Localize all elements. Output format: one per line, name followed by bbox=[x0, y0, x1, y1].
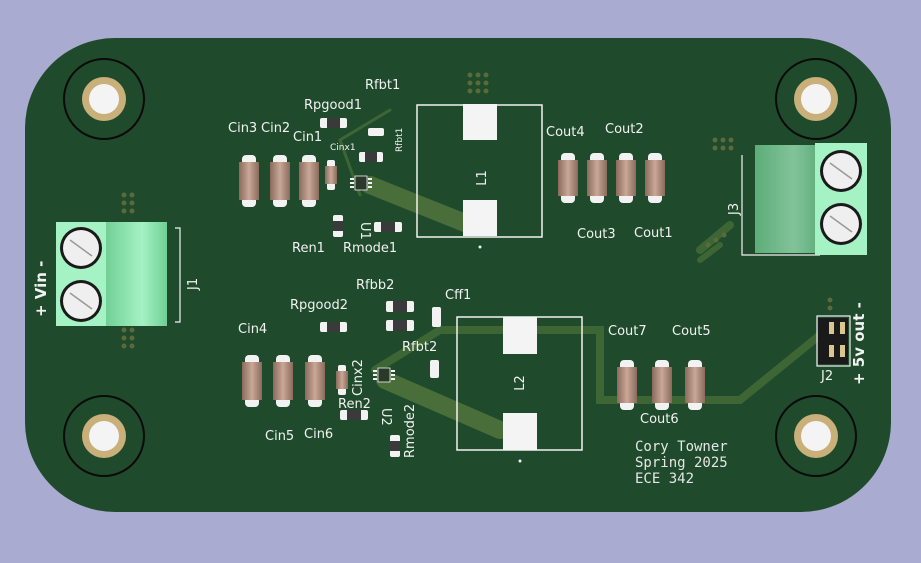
inductor-l2: L2 bbox=[456, 316, 583, 463]
ref-cinx1: Cinx1 bbox=[330, 143, 356, 153]
cap-cout6 bbox=[652, 360, 672, 410]
ref-l1: L1 bbox=[475, 170, 490, 186]
mounting-hole-top-left bbox=[63, 58, 145, 140]
res-rfbb2 bbox=[386, 301, 414, 312]
ref-rmode2: Rmode2 bbox=[403, 404, 418, 458]
ref-rfbt2: Rfbt2 bbox=[402, 340, 437, 355]
res-cff1 bbox=[432, 307, 441, 327]
connector-j3 bbox=[741, 143, 867, 256]
mounting-hole-bottom-left bbox=[63, 395, 145, 477]
small-resistors bbox=[320, 118, 441, 457]
credit-term: Spring 2025 bbox=[635, 455, 728, 471]
regulator-u2 bbox=[373, 367, 395, 383]
res-rmode2 bbox=[390, 435, 400, 457]
res-rmode1 bbox=[374, 222, 402, 232]
ref-cout5: Cout5 bbox=[672, 324, 711, 339]
cap-cinx2 bbox=[336, 365, 348, 395]
credit-author: Cory Towner bbox=[635, 439, 728, 455]
regulator-u1 bbox=[350, 175, 372, 191]
label-vout: + 5v out - bbox=[850, 302, 868, 385]
ref-rpgood2: Rpgood2 bbox=[290, 298, 348, 313]
ref-cin1: Cin1 bbox=[293, 130, 322, 145]
cap-cin2 bbox=[270, 155, 290, 207]
cap-cin6 bbox=[305, 355, 325, 407]
ref-rfbt1: Rfbt1 bbox=[365, 78, 400, 93]
cap-cout2 bbox=[616, 153, 636, 203]
res-ren1 bbox=[333, 215, 343, 237]
ref-cin2: Cin2 bbox=[261, 121, 290, 136]
ref-cff1: Cff1 bbox=[445, 288, 471, 303]
ref-j2: J2 bbox=[820, 369, 833, 384]
connector-j1 bbox=[56, 222, 181, 326]
cap-cin1 bbox=[299, 155, 319, 207]
ref-cout7: Cout7 bbox=[608, 324, 647, 339]
ref-rfbt1-small: Rfbt1 bbox=[395, 128, 405, 152]
ref-j3: J3 bbox=[727, 203, 742, 216]
mounting-hole-top-right bbox=[775, 58, 857, 140]
res-ren2 bbox=[340, 410, 368, 420]
ref-cin5: Cin5 bbox=[265, 429, 294, 444]
ref-cout1: Cout1 bbox=[634, 226, 673, 241]
label-vin: + Vin - bbox=[32, 261, 50, 317]
output-capacitors-1 bbox=[558, 153, 665, 203]
cap-cout7 bbox=[617, 360, 637, 410]
cap-cin4 bbox=[242, 355, 262, 407]
ref-rfbb2: Rfbb2 bbox=[356, 278, 394, 293]
res-rpgood2 bbox=[320, 322, 347, 332]
inductor-l1: L1 bbox=[416, 104, 543, 249]
via-cluster bbox=[121, 72, 833, 349]
credit-course: ECE 342 bbox=[635, 471, 694, 487]
mounting-hole-bottom-right bbox=[775, 395, 857, 477]
ref-cinx2: Cinx2 bbox=[351, 359, 366, 396]
res-rfbt2 bbox=[386, 320, 414, 331]
board-credits: Cory Towner Spring 2025 ECE 342 bbox=[635, 439, 728, 487]
ref-cin4: Cin4 bbox=[238, 322, 267, 337]
cap-cout5 bbox=[685, 360, 705, 410]
cap-cout4 bbox=[558, 153, 578, 203]
pcb-board bbox=[25, 38, 891, 512]
ref-cout2: Cout2 bbox=[605, 122, 644, 137]
ref-cout3: Cout3 bbox=[577, 227, 616, 242]
silkscreen-labels: Rfbt1 Rpgood1 Cin3 Cin2 Cin1 Cinx1 Rfbt1… bbox=[32, 78, 868, 458]
cap-cout3 bbox=[587, 153, 607, 203]
cap-cin5 bbox=[273, 355, 293, 407]
ref-j1: J1 bbox=[186, 278, 201, 291]
ref-cin6: Cin6 bbox=[304, 427, 333, 442]
ref-cin3: Cin3 bbox=[228, 121, 257, 136]
ref-l2: L2 bbox=[513, 375, 528, 391]
cap-cout1 bbox=[645, 153, 665, 203]
res-rfbt1-b bbox=[359, 152, 383, 162]
input-capacitors-1 bbox=[239, 155, 337, 207]
ref-u2: U2 bbox=[378, 408, 393, 426]
mounting-holes bbox=[63, 58, 857, 477]
ref-ren2: Ren2 bbox=[338, 397, 371, 412]
header-j2 bbox=[816, 315, 851, 367]
cap-cin3 bbox=[239, 155, 259, 207]
ref-cout6: Cout6 bbox=[640, 412, 679, 427]
cap-cinx1 bbox=[325, 160, 337, 190]
ref-rmode1: Rmode1 bbox=[343, 241, 397, 256]
copper-traces bbox=[338, 108, 824, 439]
output-capacitors-2 bbox=[617, 360, 705, 410]
ref-cout4: Cout4 bbox=[546, 125, 585, 140]
res-rpgood1 bbox=[320, 118, 347, 128]
ref-rpgood1: Rpgood1 bbox=[304, 98, 362, 113]
input-capacitors-2 bbox=[242, 355, 348, 407]
res-rfbt1-a bbox=[368, 128, 384, 136]
res-rfbt2-small bbox=[430, 360, 439, 378]
ref-u1: U1 bbox=[357, 222, 372, 240]
ref-ren1: Ren1 bbox=[292, 241, 325, 256]
